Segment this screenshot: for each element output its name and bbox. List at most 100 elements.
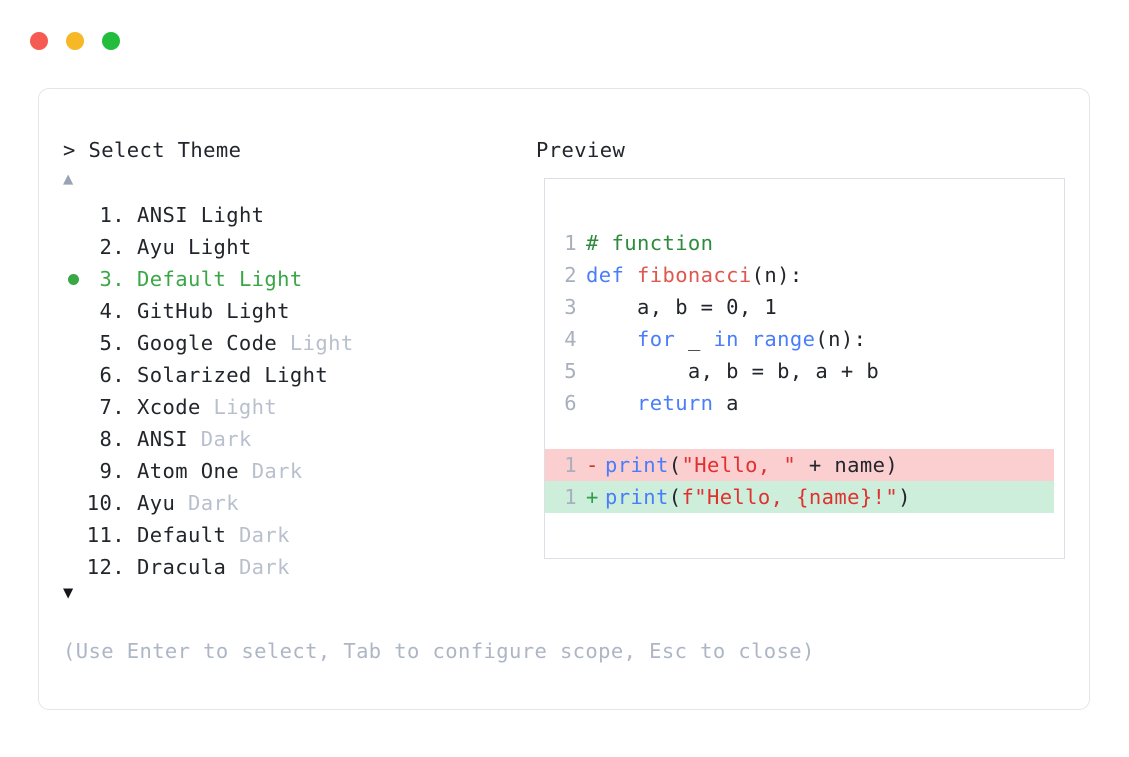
- theme-item-variant: Light: [226, 299, 290, 323]
- code-token: a, b = 0, 1: [586, 295, 778, 319]
- theme-item-variant: Light: [187, 235, 252, 259]
- theme-item-name: Dracula: [137, 555, 239, 579]
- code-token: fibonacci: [636, 263, 752, 287]
- code-line: 3 a, b = 0, 1: [557, 291, 1064, 323]
- theme-item-number: 12.: [86, 555, 125, 579]
- theme-item-number: 11.: [86, 523, 125, 547]
- code-token: [739, 327, 752, 351]
- theme-list-item[interactable]: 8.ANSI Dark: [63, 423, 503, 455]
- code-token: # function: [586, 231, 714, 255]
- code-token: a: [713, 391, 739, 415]
- code-token: print: [605, 453, 669, 477]
- theme-item-name: Atom One: [137, 459, 252, 483]
- theme-item-number: 8.: [99, 427, 125, 451]
- theme-item-name: ANSI: [137, 203, 201, 227]
- theme-item-name: Default: [137, 523, 239, 547]
- code-token: + name): [796, 453, 899, 477]
- theme-item-variant: Light: [200, 203, 265, 227]
- line-number: 6: [564, 391, 577, 415]
- scroll-down-icon[interactable]: ▼: [63, 583, 74, 603]
- theme-item-variant: Light: [213, 395, 278, 419]
- line-number: 1: [564, 453, 577, 477]
- code-token: return: [636, 391, 714, 415]
- code-token: in: [713, 327, 739, 351]
- line-number: 1: [564, 231, 577, 255]
- theme-item-number: 4.: [99, 299, 125, 323]
- line-number: 3: [564, 295, 577, 319]
- theme-item-name: Google Code: [137, 331, 290, 355]
- code-token: "Hello, ": [681, 453, 797, 477]
- code-token: a, b = b, a + b: [586, 359, 880, 383]
- diff-minus-marker: -: [586, 453, 599, 477]
- code-token: (n):: [815, 327, 867, 351]
- code-token: print: [605, 485, 669, 509]
- code-line: 1 # function: [557, 227, 1064, 259]
- theme-item-variant: Dark: [238, 523, 290, 547]
- close-button[interactable]: [30, 32, 48, 50]
- theme-item-variant: Dark: [238, 555, 290, 579]
- code-token: def: [586, 263, 637, 287]
- code-token: [586, 391, 637, 415]
- theme-item-number: 5.: [99, 331, 125, 355]
- theme-item-number: 7.: [99, 395, 125, 419]
- theme-list-item[interactable]: 10. Ayu Dark: [63, 487, 503, 519]
- code-line: 6 return a: [557, 387, 1064, 419]
- prompt-header: > Select Theme: [63, 138, 242, 162]
- theme-item-number: 1.: [99, 203, 125, 227]
- theme-list-item[interactable]: 5.Google Code Light: [63, 327, 503, 359]
- code-token: (n):: [751, 263, 803, 287]
- theme-item-name: ANSI: [137, 427, 201, 451]
- code-token: (: [668, 485, 682, 509]
- theme-list-item[interactable]: 11. Default Dark: [63, 519, 503, 551]
- code-line: 4 for _ in range(n):: [557, 323, 1064, 355]
- theme-list-item[interactable]: 12. Dracula Dark: [63, 551, 503, 583]
- theme-item-name: Solarized: [137, 363, 265, 387]
- diff-removed-line: 1-print("Hello, " + name): [545, 449, 1054, 481]
- theme-list-item[interactable]: 4.GitHub Light: [63, 295, 503, 327]
- line-number: 5: [564, 359, 577, 383]
- theme-item-name: Xcode: [137, 395, 214, 419]
- diff-plus-marker: +: [586, 485, 599, 509]
- code-token: f"Hello, {name}!": [681, 485, 899, 509]
- theme-item-number: 6.: [99, 363, 125, 387]
- selected-indicator-dot: [68, 274, 79, 285]
- code-token: _: [675, 327, 714, 351]
- theme-list-item[interactable]: 1. ANSI Light: [63, 199, 503, 231]
- theme-item-name: Ayu: [137, 491, 188, 515]
- theme-item-number: 9.: [99, 459, 125, 483]
- scroll-up-icon[interactable]: ▲: [63, 169, 74, 189]
- preview-header: Preview: [536, 138, 626, 162]
- theme-item-name: Ayu: [137, 235, 188, 259]
- code-token: [586, 327, 637, 351]
- theme-item-name: Default: [137, 267, 239, 291]
- code-token: (: [668, 453, 682, 477]
- line-number: 1: [564, 485, 577, 509]
- theme-item-number: 3.: [99, 267, 125, 291]
- minimize-button[interactable]: [66, 32, 84, 50]
- theme-list-item[interactable]: 3. Default Light: [63, 263, 503, 295]
- theme-list-item[interactable]: 9. Atom One Dark: [63, 455, 503, 487]
- code-token: ): [898, 485, 911, 509]
- keyboard-hint: (Use Enter to select, Tab to configure s…: [63, 639, 815, 663]
- theme-list-item[interactable]: 7. Xcode Light: [63, 391, 503, 423]
- theme-item-variant: Dark: [187, 491, 239, 515]
- maximize-button[interactable]: [102, 32, 120, 50]
- theme-list-item[interactable]: 2.Ayu Light: [63, 231, 503, 263]
- theme-item-variant: Light: [264, 363, 329, 387]
- code-token: range: [751, 327, 816, 351]
- code-line: 2 def fibonacci(n):: [557, 259, 1064, 291]
- code-line: 5 a, b = b, a + b: [557, 355, 1064, 387]
- code-token: for: [636, 327, 676, 351]
- theme-item-number: 10.: [86, 491, 125, 515]
- theme-list-item[interactable]: 6. Solarized Light: [63, 359, 503, 391]
- theme-item-variant: Light: [238, 267, 303, 291]
- window-controls: [30, 32, 120, 50]
- code-spacer: [557, 419, 1064, 449]
- theme-item-variant: Dark: [251, 459, 303, 483]
- line-number: 2: [564, 263, 577, 287]
- line-number: 4: [564, 327, 577, 351]
